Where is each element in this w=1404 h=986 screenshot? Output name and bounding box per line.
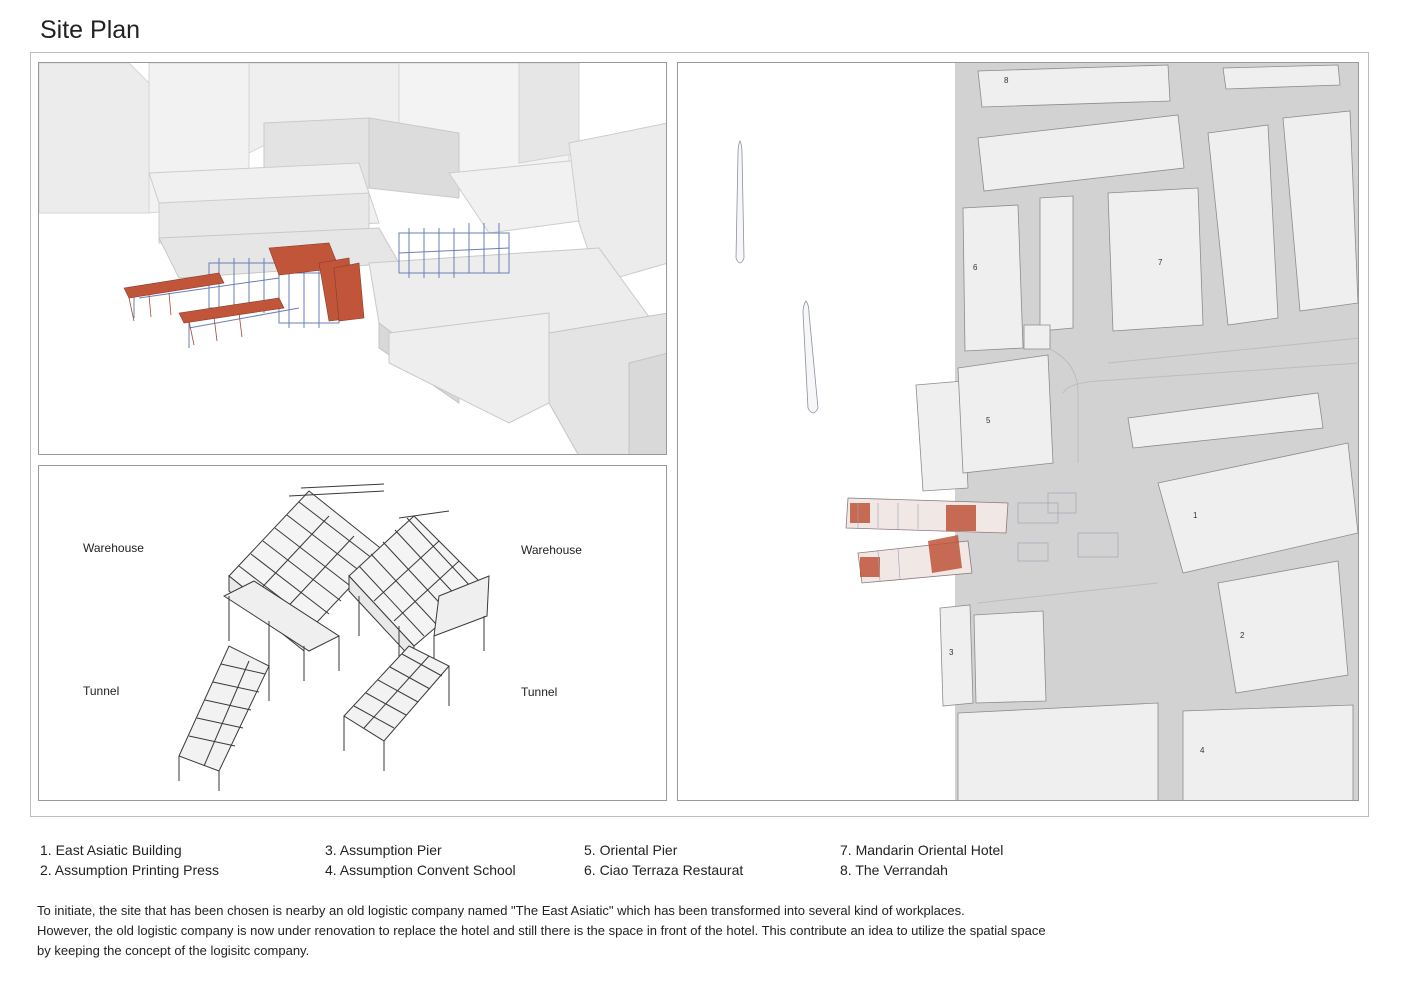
aerial-view-panel (38, 62, 667, 455)
legend-column-4: 7. Mandarin Oriental Hotel 8. The Verran… (840, 840, 1003, 880)
plan-number-3: 3 (949, 648, 954, 657)
outer-frame (30, 52, 1369, 817)
site-plan-panel: 8 7 6 5 1 2 3 4 (677, 62, 1359, 801)
label-tunnel-right: Tunnel (521, 685, 558, 699)
plan-number-7: 7 (1158, 258, 1163, 267)
legend-item-3: 3. Assumption Pier (325, 842, 442, 858)
label-tunnel-left: Tunnel (83, 684, 120, 698)
description: To initiate, the site that has been chos… (37, 901, 1367, 961)
plan-number-2: 2 (1240, 631, 1245, 640)
label-warehouse-right: Warehouse (521, 543, 582, 557)
page-title: Site Plan (40, 16, 141, 44)
legend-item-5: 5. Oriental Pier (584, 842, 678, 858)
legend-item-2: 2. Assumption Printing Press (40, 862, 219, 878)
legend-column-3: 5. Oriental Pier 6. Ciao Terraza Restaur… (584, 840, 743, 880)
plan-number-6: 6 (973, 263, 978, 272)
legend-item-8: 8. The Verrandah (840, 862, 948, 878)
plan-number-4: 4 (1200, 746, 1205, 755)
plan-number-8: 8 (1004, 76, 1009, 85)
structure-view-panel: Warehouse Warehouse Tunnel Tunnel (38, 465, 667, 801)
structure-drawing (39, 466, 666, 800)
description-line-3: by keeping the concept of the logisitc c… (37, 943, 310, 958)
description-line-1: To initiate, the site that has been chos… (37, 903, 965, 918)
legend-item-7: 7. Mandarin Oriental Hotel (840, 842, 1004, 858)
description-line-2: However, the old logistic company is now… (37, 923, 1046, 938)
legend-item-6: 6. Ciao Terraza Restaurat (584, 862, 744, 878)
legend-item-1: 1. East Asiatic Building (40, 842, 182, 858)
site-plan-drawing: 8 7 6 5 1 2 3 4 (678, 63, 1358, 800)
aerial-view-drawing (39, 63, 666, 454)
legend-item-4: 4. Assumption Convent School (325, 862, 516, 878)
plan-number-1: 1 (1193, 511, 1198, 520)
label-warehouse-left: Warehouse (83, 541, 144, 555)
legend-column-1: 1. East Asiatic Building 2. Assumption P… (40, 840, 219, 880)
plan-number-5: 5 (986, 416, 991, 425)
legend-column-2: 3. Assumption Pier 4. Assumption Convent… (325, 840, 516, 880)
